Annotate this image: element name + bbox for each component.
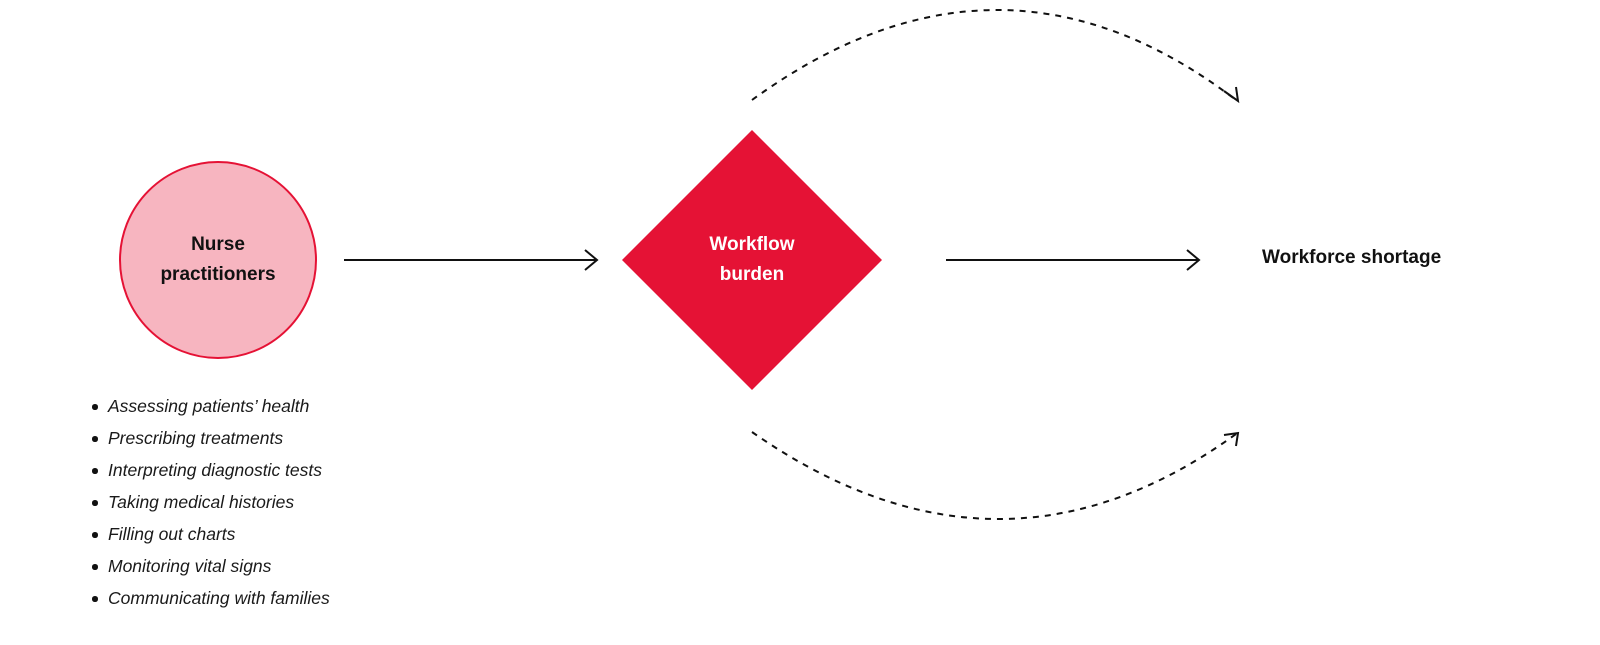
- nurse-practitioners-node: [119, 161, 317, 359]
- workflow-burden-label-line2: burden: [719, 264, 785, 285]
- nurse-practitioners-label: Nurse practitioners: [118, 230, 318, 290]
- arrow-nurse-to-workflow: [344, 249, 599, 271]
- list-item: Filling out charts: [88, 518, 330, 550]
- nurse-practitioners-label-line1: Nurse: [191, 234, 245, 255]
- workflow-burden-label-line1: Workflow: [709, 234, 795, 255]
- task-list: Assessing patients’ health Prescribing t…: [88, 390, 330, 614]
- list-item: Prescribing treatments: [88, 422, 330, 454]
- list-item: Assessing patients’ health: [88, 390, 330, 422]
- list-item: Interpreting diagnostic tests: [88, 454, 330, 486]
- list-item: Communicating with families: [88, 582, 330, 614]
- nurse-practitioners-label-line2: practitioners: [160, 264, 276, 285]
- arrow-workflow-to-shortage: [946, 249, 1201, 271]
- workforce-shortage-label: Workforce shortage: [1262, 247, 1442, 268]
- workflow-burden-node: [622, 130, 882, 390]
- list-item: Taking medical histories: [88, 486, 330, 518]
- workflow-burden-label: Workflow burden: [652, 230, 852, 290]
- dashed-arc-top: [751, 9, 1240, 104]
- dashed-arc-bottom: [751, 431, 1240, 520]
- list-item: Monitoring vital signs: [88, 550, 330, 582]
